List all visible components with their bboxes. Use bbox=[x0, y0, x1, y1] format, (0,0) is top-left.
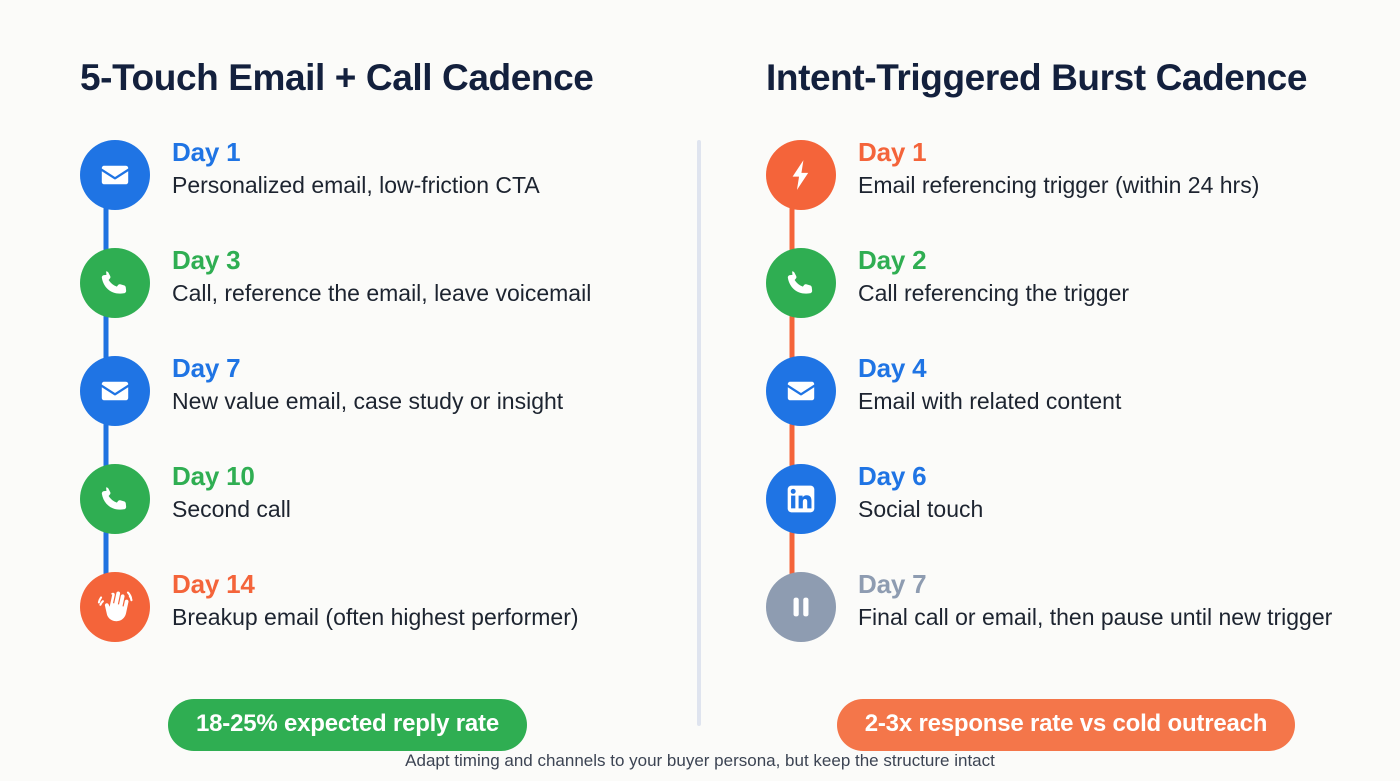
step-description: Email with related content bbox=[858, 388, 1122, 415]
step-text: Day 7 Final call or email, then pause un… bbox=[836, 569, 1332, 632]
step-icon-badge bbox=[80, 463, 150, 534]
step-day-label: Day 1 bbox=[172, 136, 241, 167]
summary-pill-row-right: 2-3x response rate vs cold outreach bbox=[766, 698, 1386, 751]
timeline-step[interactable]: Day 1 Personalized email, low-friction C… bbox=[80, 137, 670, 245]
step-day-label: Day 14 bbox=[172, 568, 255, 599]
page-title-right: Intent-Triggered Burst Cadence bbox=[766, 57, 1308, 98]
step-day-label: Day 1 bbox=[858, 136, 927, 167]
step-text: Day 3 Call, reference the email, leave v… bbox=[150, 245, 591, 308]
timeline-step[interactable]: Day 3 Call, reference the email, leave v… bbox=[80, 245, 670, 353]
step-icon-badge bbox=[766, 139, 836, 210]
step-text: Day 4 Email with related content bbox=[836, 353, 1121, 416]
envelope-icon bbox=[97, 157, 133, 193]
step-day-label: Day 10 bbox=[172, 460, 255, 491]
summary-pill-row-left: 18-25% expected reply rate bbox=[80, 698, 670, 751]
step-day-label: Day 4 bbox=[858, 352, 927, 383]
step-text: Day 6 Social touch bbox=[836, 461, 983, 524]
step-text: Day 10 Second call bbox=[150, 461, 291, 524]
cadence-column-right: Intent-Triggered Burst Cadence Day 1 Ema… bbox=[700, 0, 1400, 781]
step-description: Personalized email, low-friction CTA bbox=[172, 172, 540, 199]
timeline-step[interactable]: Day 7 New value email, case study or ins… bbox=[80, 353, 670, 461]
step-description: Second call bbox=[172, 496, 291, 523]
step-description: Email referencing trigger (within 24 hrs… bbox=[858, 172, 1260, 199]
step-icon-badge bbox=[766, 571, 836, 642]
phone-icon bbox=[98, 482, 132, 516]
step-description: Call, reference the email, leave voicema… bbox=[172, 280, 592, 307]
phone-icon bbox=[98, 266, 132, 300]
step-day-label: Day 3 bbox=[172, 244, 241, 275]
step-icon-badge bbox=[766, 247, 836, 318]
step-text: Day 2 Call referencing the trigger bbox=[836, 245, 1129, 308]
reply-rate-badge: 18-25% expected reply rate bbox=[168, 698, 527, 751]
cadence-column-left: 5-Touch Email + Call Cadence Day 1 Perso… bbox=[80, 57, 670, 751]
timeline-step[interactable]: Day 4 Email with related content bbox=[766, 353, 1386, 461]
timeline-step[interactable]: Day 6 Social touch bbox=[766, 461, 1386, 569]
step-text: Day 1 Email referencing trigger (within … bbox=[836, 137, 1259, 200]
lightning-bolt-icon bbox=[783, 157, 819, 193]
step-day-label: Day 7 bbox=[858, 568, 927, 599]
step-description: Final call or email, then pause until ne… bbox=[858, 604, 1333, 631]
timeline-right: Day 1 Email referencing trigger (within … bbox=[766, 137, 1386, 677]
step-icon-badge bbox=[80, 355, 150, 426]
footnote: Adapt timing and channels to your buyer … bbox=[405, 751, 995, 770]
step-icon-badge bbox=[80, 571, 150, 642]
step-day-label: Day 6 bbox=[858, 460, 927, 491]
pause-icon bbox=[785, 591, 817, 623]
envelope-icon bbox=[97, 373, 133, 409]
waving-hand-icon bbox=[95, 587, 135, 627]
step-description: Social touch bbox=[858, 496, 984, 523]
timeline-step[interactable]: Day 2 Call referencing the trigger bbox=[766, 245, 1386, 353]
step-icon-badge bbox=[766, 463, 836, 534]
step-day-label: Day 7 bbox=[172, 352, 241, 383]
timeline-left: Day 1 Personalized email, low-friction C… bbox=[80, 137, 670, 677]
phone-icon bbox=[784, 266, 818, 300]
step-icon-badge bbox=[80, 139, 150, 210]
column-divider bbox=[697, 140, 701, 726]
step-text: Day 14 Breakup email (often highest perf… bbox=[150, 569, 579, 632]
step-icon-badge bbox=[80, 247, 150, 318]
step-text: Day 1 Personalized email, low-friction C… bbox=[150, 137, 540, 200]
timeline-step[interactable]: Day 1 Email referencing trigger (within … bbox=[766, 137, 1386, 245]
timeline-step[interactable]: Day 10 Second call bbox=[80, 461, 670, 569]
step-description: New value email, case study or insight bbox=[172, 388, 564, 415]
step-description: Call referencing the trigger bbox=[858, 280, 1130, 307]
step-icon-badge bbox=[766, 355, 836, 426]
timeline-step[interactable]: Day 14 Breakup email (often highest perf… bbox=[80, 569, 670, 677]
page-title-left: 5-Touch Email + Call Cadence bbox=[80, 57, 594, 98]
response-rate-badge: 2-3x response rate vs cold outreach bbox=[836, 698, 1296, 751]
linkedin-icon bbox=[784, 482, 818, 516]
step-day-label: Day 2 bbox=[858, 244, 927, 275]
timeline-step[interactable]: Day 7 Final call or email, then pause un… bbox=[766, 569, 1386, 677]
step-description: Breakup email (often highest performer) bbox=[172, 604, 579, 631]
step-text: Day 7 New value email, case study or ins… bbox=[150, 353, 563, 416]
envelope-icon bbox=[783, 373, 819, 409]
